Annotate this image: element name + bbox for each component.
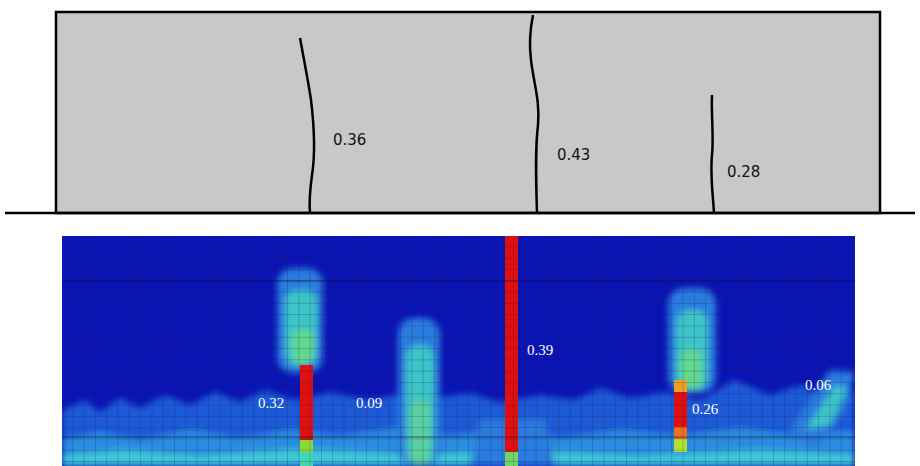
crack-width-label: 0.39 <box>527 343 553 358</box>
crack-width-label: 0.32 <box>258 396 284 411</box>
fe-contour-plot <box>62 236 855 466</box>
crack-width-label: 0.36 <box>333 133 366 148</box>
crack-width-label: 0.26 <box>692 402 718 417</box>
crack-width-label: 0.43 <box>557 148 590 163</box>
crack-width-label: 0.06 <box>805 378 831 393</box>
crack-width-label: 0.28 <box>727 165 760 180</box>
test-specimen <box>5 12 915 213</box>
crack-width-label: 0.09 <box>356 396 382 411</box>
